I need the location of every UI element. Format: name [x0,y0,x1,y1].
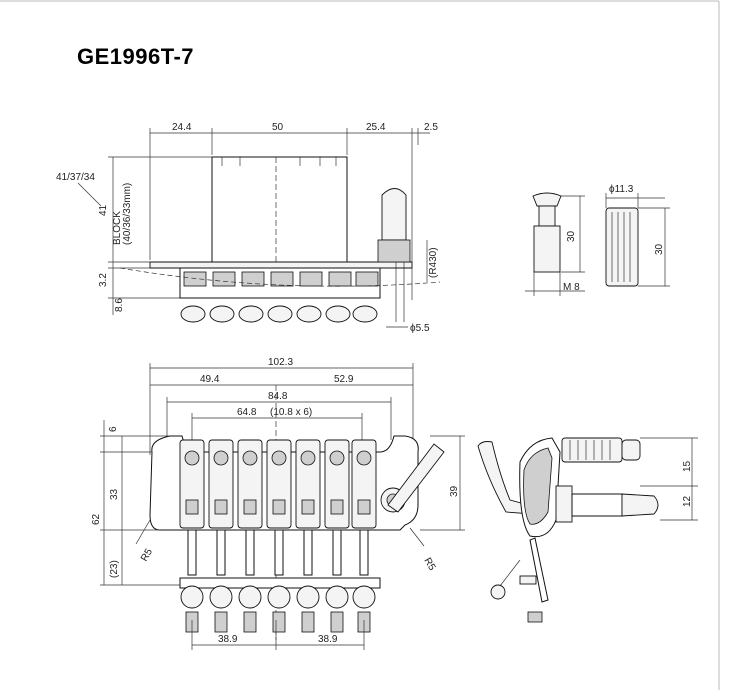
dim-phi-11-3: ϕ11.3 [609,184,634,195]
arm-socket [381,188,407,241]
dim-15: 15 [682,460,693,472]
linkage [529,537,549,603]
sustain-block [211,156,348,263]
dim-12: 12 [682,495,693,507]
dim-25-4: 25.4 [366,122,386,133]
top-view: 24.4 50 25.4 2.5 [56,122,441,334]
base-plate [149,261,413,269]
block-dims: (40/36/33mm) [122,183,133,245]
block-label: BLOCK [112,211,123,245]
front-view: 102.3 49.4 52.9 84.8 64.8 (10.8 x 6) [91,357,465,650]
dim-41-37-34: 41/37/34 [56,172,95,183]
shaft-collar [555,485,573,523]
fine-tuners-front [180,585,376,633]
dim-6: 6 [108,426,119,432]
dim-33: 33 [109,488,120,500]
arm-knurl-cap [605,207,639,287]
dim-102-3: 102.3 [268,357,293,368]
dim-52-9: 52.9 [334,374,354,385]
dim-24-4: 24.4 [172,122,192,133]
dim-m8: M 8 [563,282,580,293]
tremolo-arm [387,443,445,513]
dim-64-8: 64.8 [237,407,257,418]
saddles-front [179,439,377,529]
arm-tip [532,192,562,207]
dim-phi-5-5: ϕ5.5 [410,323,430,334]
side-view: 15 12 [477,437,698,623]
intonation-screws [187,529,369,576]
dim-r5-right: R5 [421,556,437,573]
arm-knob-side [561,437,623,463]
fine-tuners-top [180,305,378,323]
dim-23: (23) [109,560,120,578]
arm-bend [477,441,533,515]
arm-shaft [533,225,561,273]
dim-r430: (R430) [428,247,439,278]
dim-8-6: 8.6 [114,298,125,312]
arm-parts: 30 M 8 ϕ11.3 30 [525,184,670,296]
dim-30-b: 30 [654,243,665,255]
dim-50: 50 [272,122,284,133]
dim-30-a: 30 [566,230,577,242]
dim-49-4: 49.4 [200,374,220,385]
dim-r5-left: R5 [139,547,155,564]
saddles-top [179,267,381,299]
diagram-title: GE1996T-7 [77,44,195,69]
dim-84-8: 84.8 [268,391,288,402]
dim-2-5: 2.5 [424,122,438,133]
dim-41: 41 [98,204,109,216]
dim-39: 39 [449,485,460,497]
dim-10-8x6: (10.8 x 6) [270,407,312,418]
dim-3-2: 3.2 [98,273,109,287]
dim-38-9-left: 38.9 [218,634,238,645]
dim-62: 62 [91,513,102,525]
dim-38-9-right: 38.9 [318,634,338,645]
